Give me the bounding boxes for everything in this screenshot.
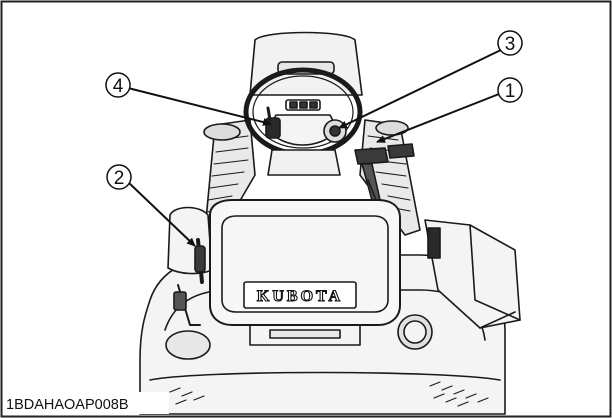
figure-code: 1BDAHAOAP008B	[6, 397, 129, 413]
callout-3-label: 3	[505, 34, 516, 55]
seat-brand-plate: KUBOTA	[243, 281, 357, 309]
callout-2-label: 2	[114, 168, 125, 189]
callout-4-label: 4	[113, 76, 124, 97]
callout-3: 3	[497, 30, 523, 56]
leader-4	[127, 87, 272, 126]
left-lever	[194, 238, 206, 284]
fuel-cap	[397, 314, 433, 350]
callout-2: 2	[106, 164, 132, 190]
callout-leaders	[127, 47, 506, 247]
leader-1	[376, 93, 500, 143]
pedals	[354, 143, 415, 211]
brand-logo: KUBOTA	[257, 288, 343, 305]
leader-2	[127, 181, 196, 247]
rear-tire-tread	[169, 381, 489, 407]
callout-1: 1	[497, 77, 523, 103]
seat	[209, 199, 401, 346]
leader-3	[338, 47, 506, 129]
key-switch	[323, 119, 347, 143]
callout-4: 4	[105, 72, 131, 98]
callout-1-label: 1	[505, 81, 516, 102]
